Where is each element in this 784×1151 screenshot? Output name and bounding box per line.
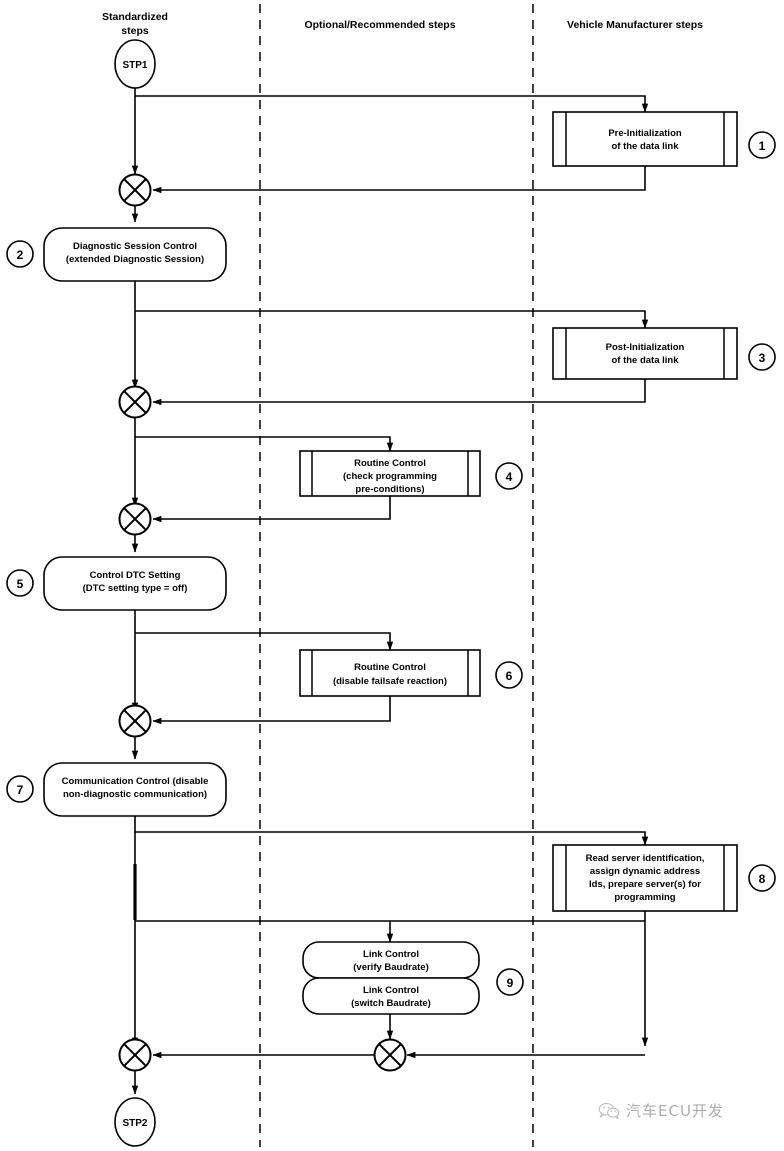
junction-node <box>118 502 152 536</box>
step-4-line-3: pre-conditions) <box>355 484 424 495</box>
lane-title-manufacturer: Vehicle Manufacturer steps <box>567 19 703 31</box>
step-2-line-2: (extended Diagnostic Session) <box>66 254 204 265</box>
step-7-communication-control[interactable]: Communication Control (disable non-diagn… <box>43 762 227 817</box>
terminator-stp1[interactable]: STP1 <box>114 39 156 89</box>
conn-to-step3 <box>135 310 649 329</box>
step-number-5: 5 <box>6 569 34 597</box>
step-9-verify-line-2: (verify Baudrate) <box>353 962 429 973</box>
step-5-line-2: (DTC setting type = off) <box>83 583 188 594</box>
step-number-3-label: 3 <box>759 351 766 365</box>
conn-step4-return <box>152 496 391 523</box>
conn-to-step1 <box>135 95 649 113</box>
step-5-control-dtc-setting[interactable]: Control DTC Setting (DTC setting type = … <box>43 556 227 611</box>
junction-node <box>373 1038 407 1072</box>
conn-step6-return <box>152 696 391 725</box>
step-number-2: 2 <box>6 240 34 268</box>
step-9-link-control-verify[interactable]: Link Control (verify Baudrate) <box>302 941 480 979</box>
step-8-line-1: Read server identification, <box>586 853 705 864</box>
watermark-label: 汽车ECU开发 <box>626 1102 724 1120</box>
conn-step3-return <box>152 379 646 406</box>
step-2-diagnostic-session-control[interactable]: Diagnostic Session Control (extended Dia… <box>43 227 227 282</box>
conn-to-step6 <box>135 632 394 651</box>
lane-title-standardized-1: Standardized <box>102 11 168 23</box>
junction-node <box>118 1038 152 1072</box>
step-6-routine-control-failsafe[interactable]: Routine Control (disable failsafe reacti… <box>299 649 481 697</box>
step-9-switch-line-2: (switch Baudrate) <box>351 998 431 1009</box>
step-6-line-1: Routine Control <box>354 662 426 673</box>
step-3-line-2: of the data link <box>611 355 679 366</box>
step-number-4: 4 <box>495 462 523 490</box>
terminator-stp2-label: STP2 <box>122 1118 147 1129</box>
step-number-8: 8 <box>748 864 776 892</box>
wechat-icon <box>598 1103 620 1119</box>
step-number-7: 7 <box>6 775 34 803</box>
step-5-line-1: Control DTC Setting <box>90 570 181 581</box>
step-2-line-1: Diagnostic Session Control <box>73 241 197 252</box>
step-8-line-2: assign dynamic address <box>590 866 700 877</box>
step-number-1: 1 <box>748 131 776 159</box>
step-number-1-label: 1 <box>759 139 766 153</box>
step-6-line-2: (disable failsafe reaction) <box>333 676 447 687</box>
step-4-line-1: Routine Control <box>354 458 426 469</box>
step-number-6-label: 6 <box>506 669 513 683</box>
step-7-line-2: non-diagnostic communication) <box>63 789 207 800</box>
watermark: 汽车ECU开发 <box>598 1100 724 1121</box>
step-3-post-initialization[interactable]: Post-Initialization of the data link <box>552 327 738 380</box>
step-number-4-label: 4 <box>506 470 513 484</box>
step-4-routine-control-check[interactable]: Routine Control (check programming pre-c… <box>299 450 481 497</box>
step-8-line-4: programming <box>614 892 675 903</box>
step-number-3: 3 <box>748 343 776 371</box>
conn-to-step4 <box>135 436 394 452</box>
step-number-6: 6 <box>495 661 523 689</box>
junction-node <box>118 173 152 207</box>
junction-node <box>118 704 152 738</box>
step-7-line-1: Communication Control (disable <box>62 776 209 787</box>
step-1-pre-initialization[interactable]: Pre-Initialization of the data link <box>552 111 738 167</box>
conn-step1-return <box>152 166 646 194</box>
step-9-switch-line-1: Link Control <box>363 985 419 996</box>
step-8-line-3: Ids, prepare server(s) for <box>589 879 701 890</box>
step-number-9: 9 <box>496 968 524 996</box>
step-4-line-2: (check programming <box>343 471 437 482</box>
terminator-stp2[interactable]: STP2 <box>114 1097 156 1147</box>
step-number-2-label: 2 <box>17 248 24 262</box>
lane-title-optional: Optional/Recommended steps <box>304 19 455 31</box>
step-number-5-label: 5 <box>17 577 24 591</box>
step-9-link-control-switch[interactable]: Link Control (switch Baudrate) <box>302 977 480 1015</box>
step-8-read-server-identification[interactable]: Read server identification, assign dynam… <box>552 844 738 912</box>
junction-node <box>118 385 152 419</box>
step-1-line-2: of the data link <box>611 141 679 152</box>
step-9-verify-line-1: Link Control <box>363 949 419 960</box>
step-number-7-label: 7 <box>17 783 24 797</box>
step-1-line-1: Pre-Initialization <box>608 128 682 139</box>
step-number-8-label: 8 <box>759 872 766 886</box>
step-3-line-1: Post-Initialization <box>606 342 685 353</box>
terminator-stp1-label: STP1 <box>122 60 147 71</box>
conn-to-step8 <box>135 831 649 846</box>
lane-title-standardized-2: steps <box>121 25 149 37</box>
step-number-9-label: 9 <box>507 976 514 990</box>
